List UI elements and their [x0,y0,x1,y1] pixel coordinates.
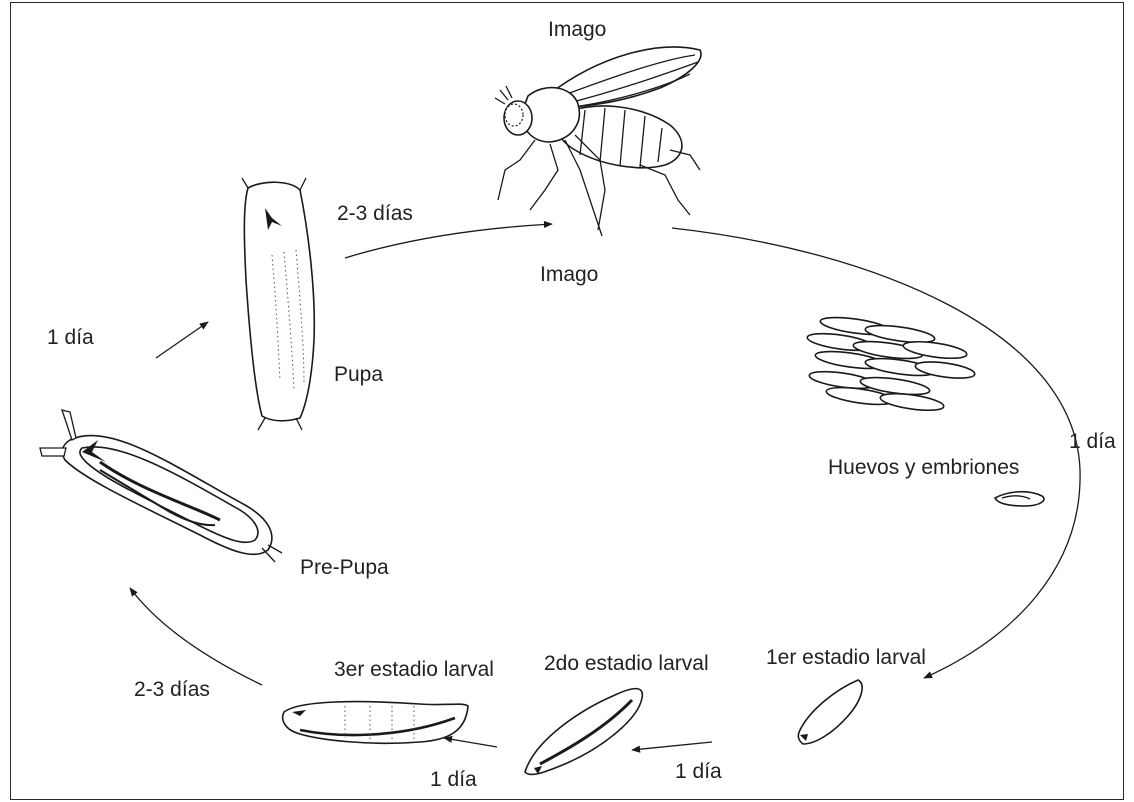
label-third-instar: 3er estadio larval [334,658,494,681]
embryo-icon [995,492,1044,506]
label-first-instar: 1er estadio larval [766,646,926,669]
first-instar-larva-icon [798,680,862,744]
eggs-icon [806,314,975,413]
duration-third-to-prepupa: 2-3 días [134,678,210,701]
arrow-second-to-third [444,738,497,747]
label-pre-pupa: Pre-Pupa [300,556,389,579]
label-imago-top: Imago [548,18,606,41]
third-instar-larva-icon [283,702,468,744]
pre-pupa-icon [40,410,282,562]
label-imago-lower: Imago [540,263,598,286]
fly-icon [495,47,701,236]
arrow-prepupa-to-pupa [156,322,208,358]
duration-imago-to-huevos: 1 día [1069,430,1116,453]
arrow-pupa-to-imago [345,224,552,258]
label-pupa: Pupa [334,363,383,386]
duration-second-to-third: 1 día [430,768,477,791]
arrow-first-to-second [632,742,712,750]
label-huevos: Huevos y embriones [828,456,1019,479]
arrow-imago-to-larva [672,228,1080,678]
duration-prepupa-to-pupa: 1 día [47,326,94,349]
duration-pupa-to-imago: 2-3 días [337,202,413,225]
duration-first-to-second: 1 día [675,760,722,783]
pupa-icon [242,178,314,430]
arrow-third-to-prepupa [130,588,262,685]
second-instar-larva-icon [525,689,642,775]
label-second-instar: 2do estadio larval [544,652,709,675]
